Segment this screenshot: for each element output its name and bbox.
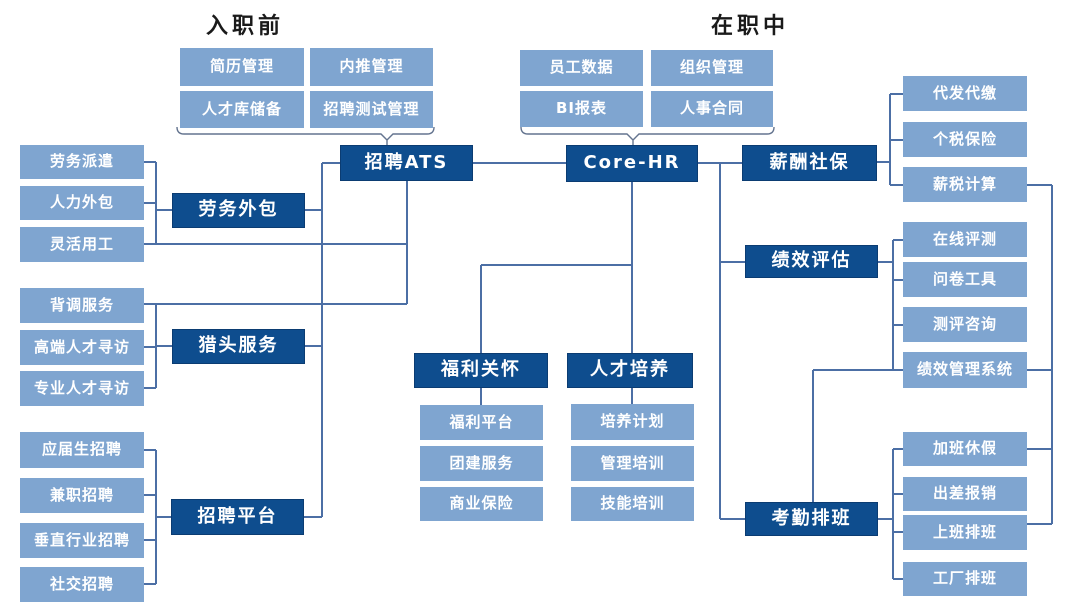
node-training-plan: 培养计划	[571, 404, 694, 440]
node-performance-evaluation: 绩效评估	[745, 245, 878, 278]
node-overtime-leave: 加班休假	[903, 432, 1027, 466]
node-welfare-care: 福利关怀	[414, 353, 548, 388]
connector-lines-left	[144, 161, 408, 585]
node-hr-outsourcing: 人力外包	[20, 186, 144, 220]
node-flexible-staffing: 灵活用工	[20, 227, 144, 262]
node-org-management: 组织管理	[651, 50, 773, 86]
node-personal-tax-insurance: 个税保险	[903, 122, 1027, 157]
node-payroll-social-security: 薪酬社保	[742, 145, 877, 181]
node-referral-management: 内推管理	[310, 48, 433, 86]
node-commercial-insurance: 商业保险	[420, 487, 543, 521]
node-team-building: 团建服务	[420, 446, 543, 481]
group-bracket-left	[176, 126, 435, 145]
node-performance-management-system: 绩效管理系统	[903, 352, 1027, 388]
node-travel-expense: 出差报销	[903, 477, 1027, 511]
connector-lines-right	[719, 93, 1053, 580]
node-professional-search: 专业人才寻访	[20, 371, 144, 406]
node-recruiting-platform: 招聘平台	[171, 499, 304, 535]
node-recruiting-test-management: 招聘测试管理	[310, 91, 433, 128]
node-survey-tools: 问卷工具	[903, 262, 1027, 297]
group-bracket-right	[520, 126, 775, 145]
node-salary-tax-calculation: 薪税计算	[903, 167, 1027, 202]
node-background-check: 背调服务	[20, 288, 144, 323]
phase-header-pre-onboarding: 入职前	[205, 14, 284, 39]
node-social-recruiting: 社交招聘	[20, 567, 144, 602]
node-attendance-scheduling: 考勤排班	[745, 502, 878, 536]
node-vertical-industry-recruiting: 垂直行业招聘	[20, 523, 144, 558]
node-assessment-consulting: 测评咨询	[903, 307, 1027, 342]
node-employee-data: 员工数据	[520, 50, 643, 86]
node-headhunting: 猎头服务	[172, 329, 305, 364]
node-talent-development: 人才培养	[567, 353, 693, 388]
node-part-time-recruiting: 兼职招聘	[20, 478, 144, 513]
node-bi-reports: BI报表	[520, 91, 643, 127]
node-talent-pool: 人才库储备	[180, 91, 304, 128]
node-shift-scheduling: 上班排班	[903, 515, 1027, 550]
node-management-training: 管理培训	[571, 446, 694, 481]
node-hr-contracts: 人事合同	[651, 91, 773, 127]
node-factory-scheduling: 工厂排班	[903, 562, 1027, 596]
node-resume-management: 简历管理	[180, 48, 304, 86]
node-skills-training: 技能培训	[571, 487, 694, 521]
node-welfare-platform: 福利平台	[420, 405, 543, 440]
node-campus-recruiting: 应届生招聘	[20, 432, 144, 468]
node-core-hr: Core-HR	[566, 145, 698, 182]
node-labor-dispatch: 劳务派遣	[20, 145, 144, 179]
node-online-assessment: 在线评测	[903, 222, 1027, 257]
node-payroll-agency: 代发代缴	[903, 76, 1027, 111]
node-executive-search: 高端人才寻访	[20, 330, 144, 365]
phase-header-on-the-job: 在职中	[710, 14, 789, 39]
node-labor-outsourcing: 劳务外包	[172, 193, 305, 228]
node-recruiting-ats: 招聘ATS	[340, 145, 473, 181]
